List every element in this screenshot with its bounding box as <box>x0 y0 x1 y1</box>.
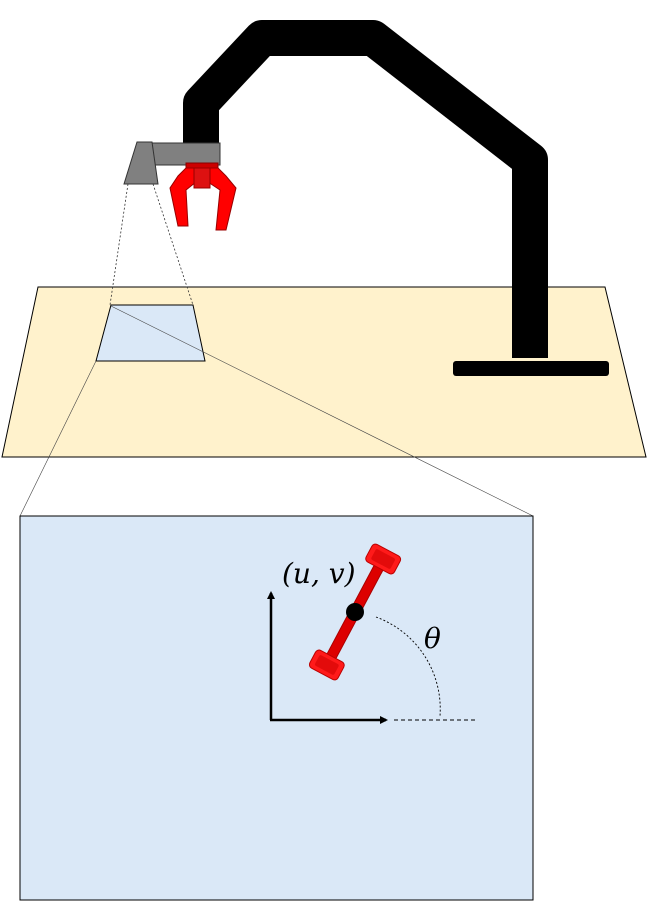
camera-view-lines <box>109 183 194 306</box>
camera-footprint <box>95 304 206 362</box>
angle-label: θ <box>424 622 441 655</box>
grasp-center-point <box>346 603 364 621</box>
gripper-icon <box>169 162 237 231</box>
zoom-lines <box>19 305 534 517</box>
robot-base <box>453 361 609 376</box>
coordinate-axes <box>267 591 388 724</box>
camera-mount <box>147 142 221 166</box>
grasp-point-label: (u, v) <box>282 557 356 590</box>
camera-icon <box>123 141 159 185</box>
robot-arm <box>183 20 609 376</box>
image-plane <box>19 515 534 901</box>
